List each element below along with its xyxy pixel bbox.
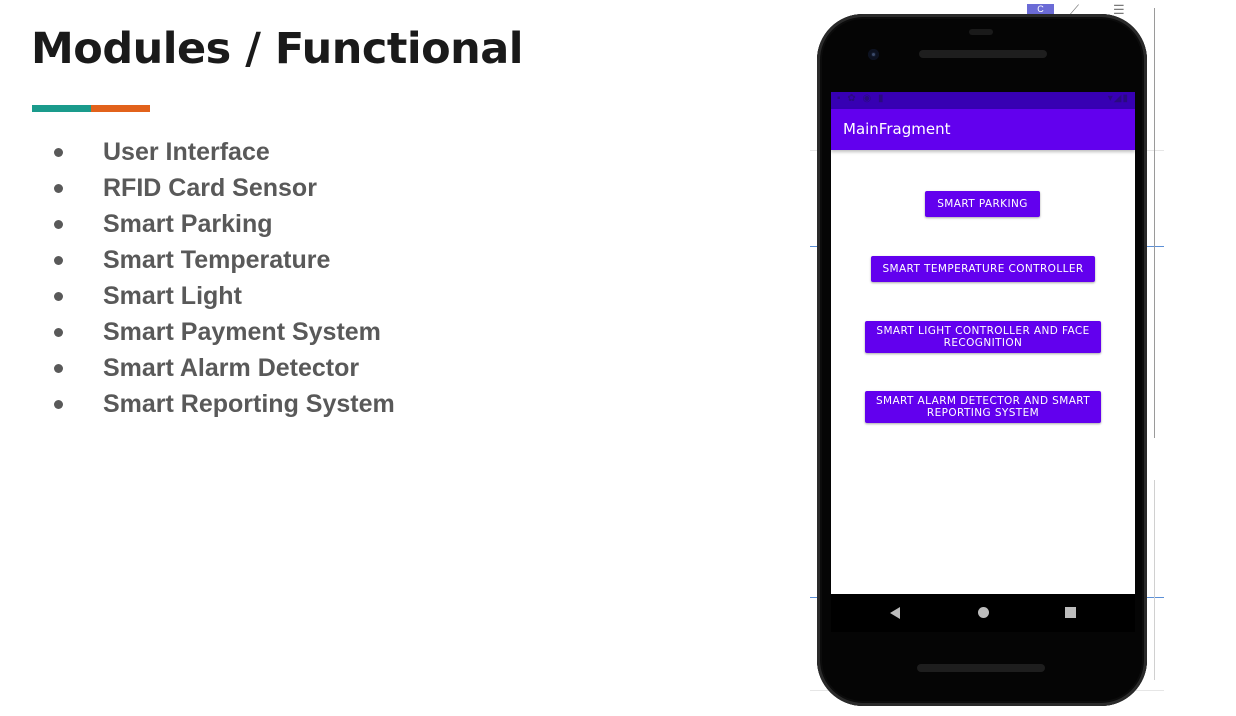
earpiece-speaker (919, 50, 1047, 58)
divider (1154, 8, 1155, 438)
smart-parking-button[interactable]: SMART PARKING (925, 191, 1040, 217)
ide-badge[interactable]: C (1027, 4, 1054, 15)
bullet-icon (54, 400, 63, 409)
trend-icon[interactable]: ⟋ (1070, 2, 1080, 17)
divider (1154, 480, 1155, 680)
list-item: Smart Parking (50, 206, 395, 242)
phone-screen: ▪ ✿ ◉ ▮ ▾◢▮ MainFragment SMART PARKING S… (831, 92, 1135, 594)
module-label: RFID Card Sensor (103, 174, 317, 202)
status-icons-right: ▾◢▮ (1107, 93, 1129, 104)
smart-temperature-controller-button[interactable]: SMART TEMPERATURE CONTROLLER (871, 256, 1095, 282)
accent-bar-teal (32, 105, 91, 112)
bullet-icon (54, 220, 63, 229)
list-item: Smart Temperature (50, 242, 395, 278)
speaker-top (969, 29, 993, 35)
module-label: Smart Reporting System (103, 390, 395, 418)
bullet-icon (54, 148, 63, 157)
app-title: MainFragment (843, 120, 951, 138)
list-item: Smart Alarm Detector (50, 350, 395, 386)
module-label: Smart Parking (103, 210, 273, 238)
status-icons-left: ▪ ✿ ◉ ▮ (837, 93, 886, 104)
bullet-icon (54, 292, 63, 301)
navigation-bar (831, 594, 1135, 632)
slide-title: Modules / Functional (31, 24, 524, 74)
module-list: User Interface RFID Card Sensor Smart Pa… (50, 134, 395, 422)
accent-bar-orange (91, 105, 150, 112)
list-item: User Interface (50, 134, 395, 170)
module-label: Smart Light (103, 282, 242, 310)
phone-device: ▪ ✿ ◉ ▮ ▾◢▮ MainFragment SMART PARKING S… (817, 14, 1147, 706)
back-icon[interactable] (890, 607, 900, 619)
module-label: Smart Alarm Detector (103, 354, 360, 382)
list-item: Smart Reporting System (50, 386, 395, 422)
home-icon[interactable] (978, 607, 989, 618)
module-label: Smart Temperature (103, 246, 331, 274)
camera-icon (868, 49, 879, 60)
smart-alarm-detector-button[interactable]: SMART ALARM DETECTOR AND SMART REPORTING… (865, 391, 1101, 423)
list-item: Smart Payment System (50, 314, 395, 350)
bottom-speaker (917, 664, 1045, 672)
bullet-icon (54, 256, 63, 265)
module-label: Smart Payment System (103, 318, 381, 346)
module-label: User Interface (103, 138, 270, 166)
list-icon[interactable]: ☰ (1113, 2, 1125, 17)
app-bar: MainFragment (831, 109, 1135, 150)
status-bar: ▪ ✿ ◉ ▮ ▾◢▮ (831, 92, 1135, 109)
list-item: Smart Light (50, 278, 395, 314)
bullet-icon (54, 328, 63, 337)
recents-icon[interactable] (1065, 607, 1076, 618)
smart-light-controller-button[interactable]: SMART LIGHT CONTROLLER AND FACE RECOGNIT… (865, 321, 1101, 353)
list-item: RFID Card Sensor (50, 170, 395, 206)
bullet-icon (54, 184, 63, 193)
bullet-icon (54, 364, 63, 373)
